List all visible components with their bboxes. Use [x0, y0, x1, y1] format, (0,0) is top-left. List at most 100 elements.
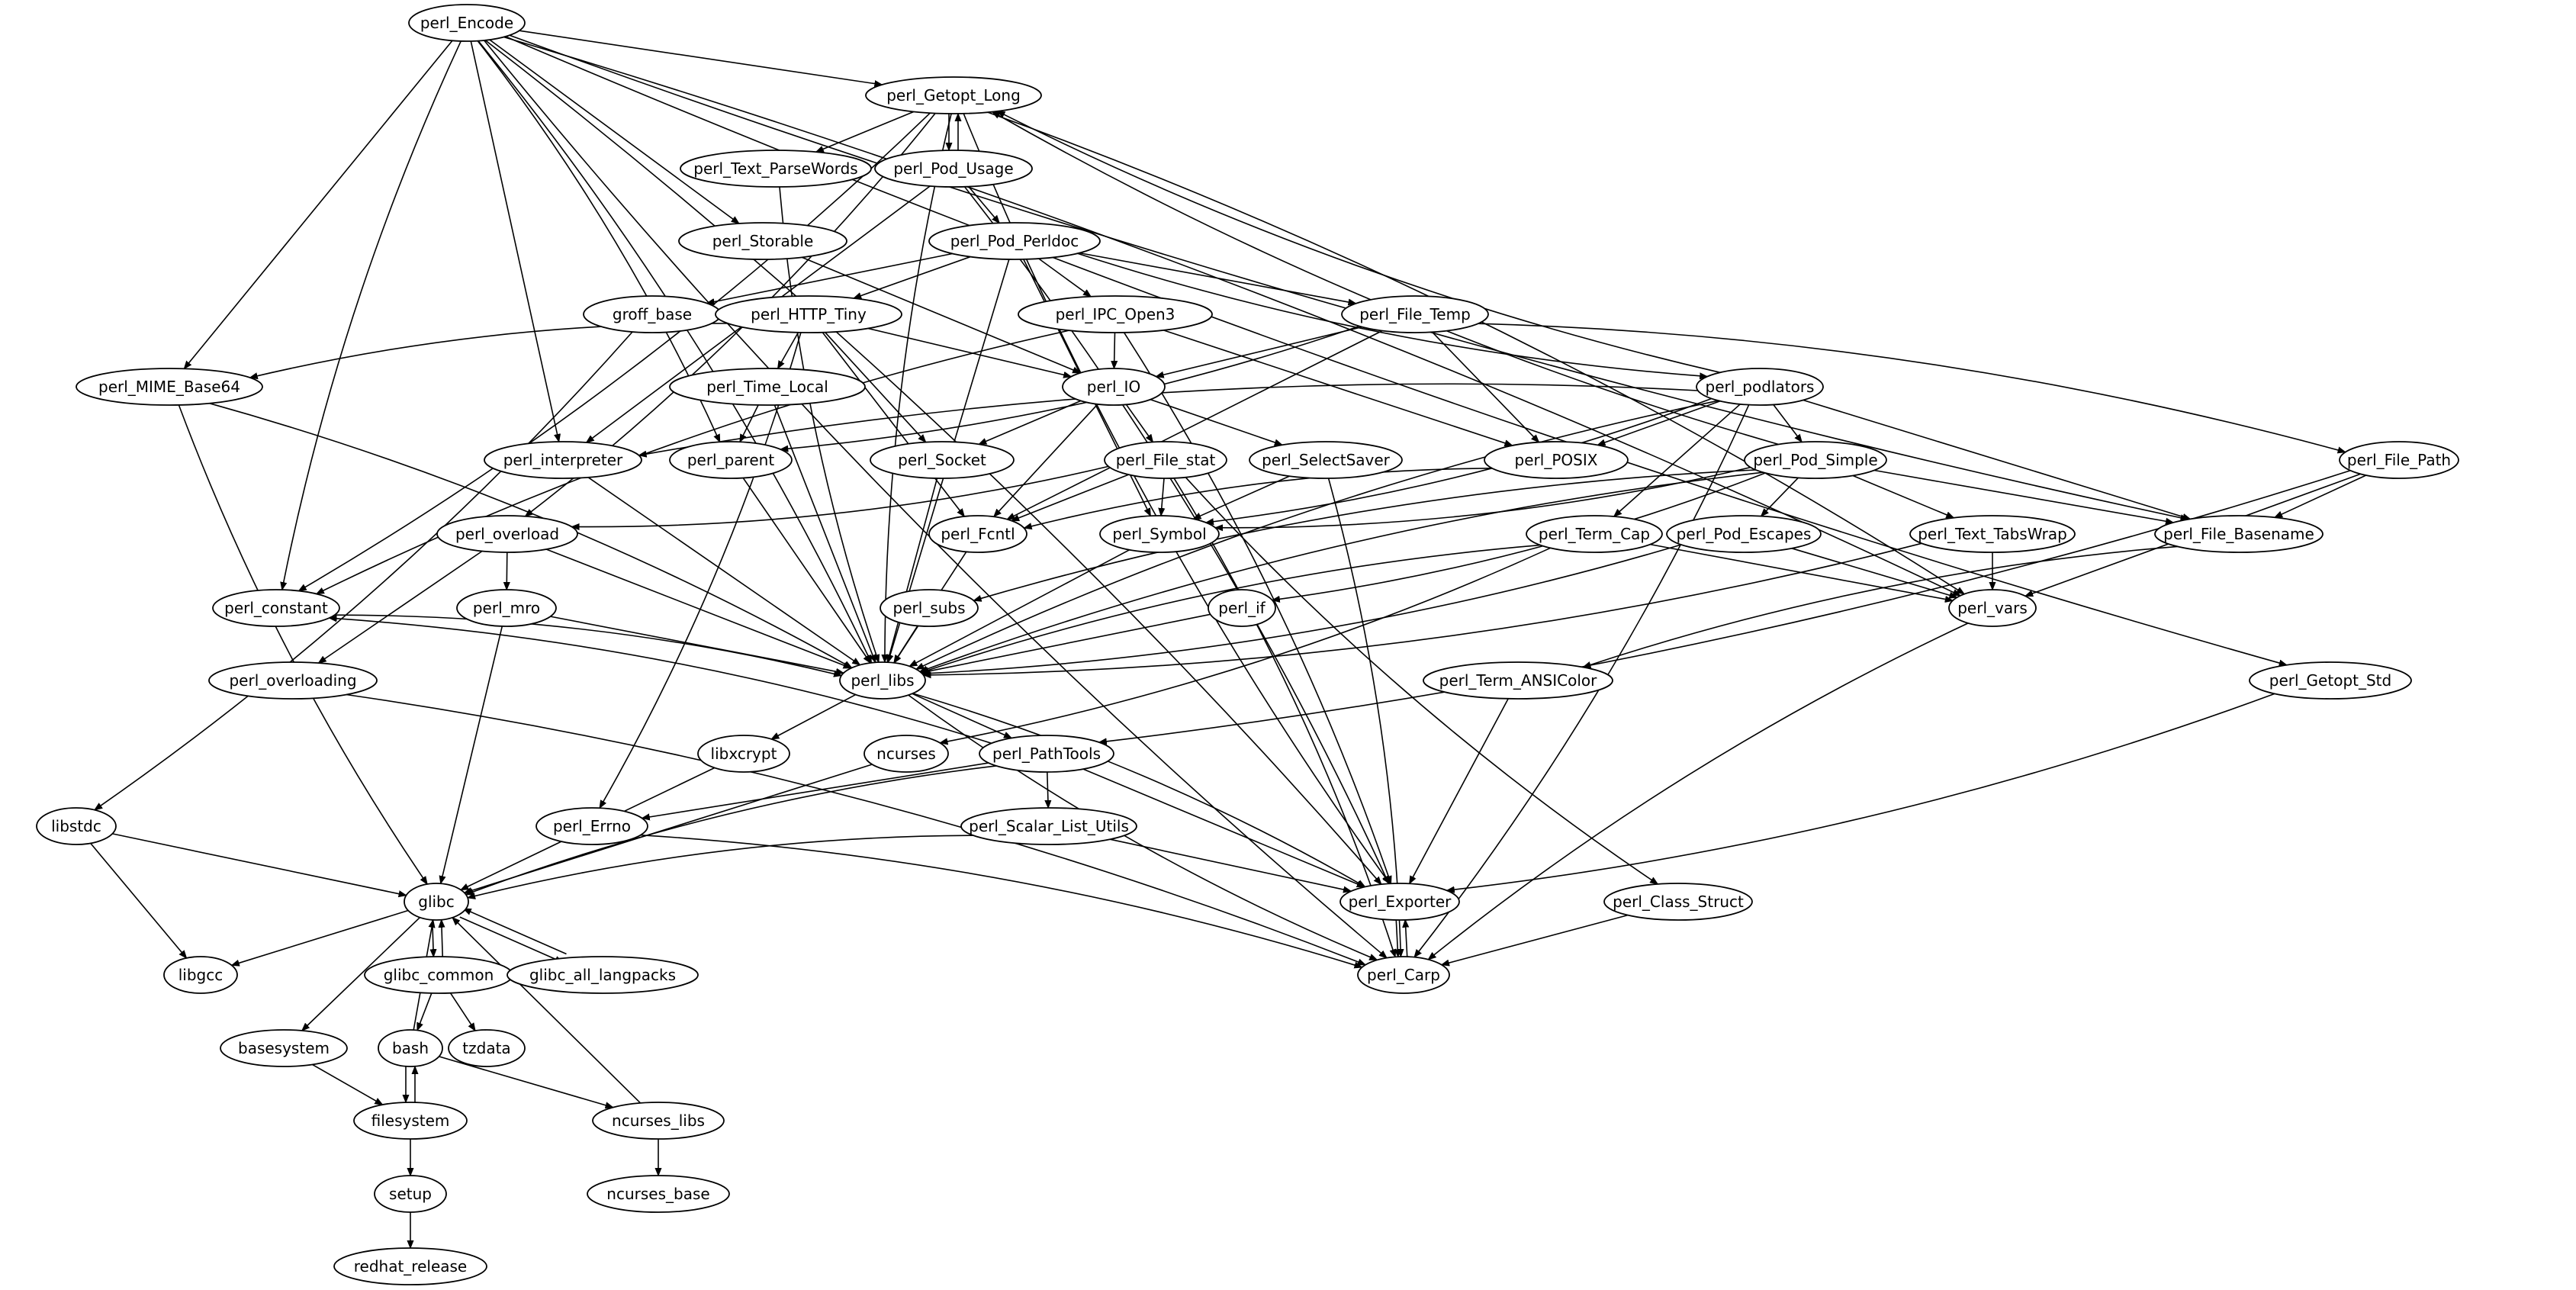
graph-node-perl-libs[interactable]: perl_libs — [839, 661, 926, 700]
node-label: perl_Pod_Usage — [893, 159, 1013, 178]
node-ellipse — [333, 1247, 487, 1285]
node-label: perl_vars — [1957, 599, 2028, 617]
graph-node-perl-if[interactable]: perl_if — [1208, 589, 1276, 627]
graph-node-perl-podlators[interactable]: perl_podlators — [1696, 368, 1824, 406]
node-label: perl_Pod_Escapes — [1677, 525, 1812, 543]
node-ellipse — [535, 807, 648, 845]
graph-node-redhat-release[interactable]: redhat_release — [333, 1247, 487, 1285]
graph-node-glibc-all-langpacks[interactable]: glibc_all_langpacks — [507, 956, 699, 994]
graph-node-perl-term-ansicolor[interactable]: perl_Term_ANSIColor — [1423, 661, 1613, 700]
graph-node-perl-pod-usage[interactable]: perl_Pod_Usage — [874, 150, 1033, 188]
graph-node-perl-ipc-open3[interactable]: perl_IPC_Open3 — [1018, 295, 1213, 333]
graph-node-perl-subs[interactable]: perl_subs — [880, 589, 979, 627]
graph-node-glibc-common[interactable]: glibc_common — [364, 956, 513, 994]
graph-node-perl-exporter[interactable]: perl_Exporter — [1339, 883, 1460, 921]
node-ellipse — [1484, 441, 1629, 479]
graph-node-tzdata[interactable]: tzdata — [448, 1029, 526, 1067]
graph-node-perl-getopt-std[interactable]: perl_Getopt_Std — [2249, 661, 2412, 700]
node-ellipse — [378, 1029, 443, 1067]
node-label: perl_podlators — [1706, 378, 1815, 396]
edge-perl-overload-to-perl-libs — [545, 548, 851, 669]
edge-perl-symbol-to-perl-libs — [909, 548, 1130, 668]
graph-node-filesystem[interactable]: filesystem — [353, 1102, 468, 1140]
graph-node-perl-vars[interactable]: perl_vars — [1948, 589, 2037, 627]
edge-perl-getopt-long-to-perl-constant — [299, 112, 931, 592]
graph-node-basesystem[interactable]: basesystem — [220, 1029, 348, 1067]
edge-perl-encode-to-perl-getopt-std — [505, 36, 2287, 665]
graph-node-perl-pathtools[interactable]: perl_PathTools — [979, 735, 1114, 773]
node-label: perl_SelectSaver — [1262, 451, 1391, 469]
node-label: perl_Errno — [553, 817, 631, 835]
node-label: ncurses — [876, 745, 936, 763]
node-ellipse — [76, 368, 263, 406]
edge-perl-podlators-to-perl-libs — [916, 400, 1719, 670]
graph-node-perl-overload[interactable]: perl_overload — [436, 515, 578, 553]
graph-node-ncurses-libs[interactable]: ncurses_libs — [592, 1102, 725, 1140]
node-ellipse — [353, 1102, 468, 1140]
edge-perl-overloading-to-perl-carp — [346, 693, 1365, 966]
graph-node-groff-base[interactable]: groff_base — [583, 295, 722, 333]
graph-node-perl-text-tabswrap[interactable]: perl_Text_TabsWrap — [1909, 515, 2076, 553]
graph-node-perl-interpreter[interactable]: perl_interpreter — [484, 441, 642, 479]
edge-perl-encode-to-perl-mime-base64 — [184, 40, 453, 368]
graph-node-perl-constant[interactable]: perl_constant — [212, 589, 340, 627]
graph-node-perl-selectsaver[interactable]: perl_SelectSaver — [1249, 441, 1403, 479]
graph-node-ncurses-base[interactable]: ncurses_base — [587, 1175, 730, 1213]
node-label: perl_IO — [1087, 378, 1140, 396]
node-label: perl_Getopt_Long — [886, 86, 1021, 105]
node-ellipse — [1018, 295, 1213, 333]
graph-node-perl-errno[interactable]: perl_Errno — [535, 807, 648, 845]
edge-perl-libs-to-libxcrypt — [771, 693, 857, 740]
graph-node-perl-symbol[interactable]: perl_Symbol — [1099, 515, 1220, 553]
graph-node-perl-pod-simple[interactable]: perl_Pod_Simple — [1744, 441, 1887, 479]
graph-node-perl-carp[interactable]: perl_Carp — [1357, 956, 1450, 994]
graph-node-perl-time-local[interactable]: perl_Time_Local — [669, 368, 866, 406]
graph-node-perl-parent[interactable]: perl_parent — [669, 441, 793, 479]
graph-node-perl-socket[interactable]: perl_Socket — [870, 441, 1015, 479]
graph-node-perl-getopt-long[interactable]: perl_Getopt_Long — [865, 76, 1042, 114]
node-label: perl_Exporter — [1349, 893, 1452, 911]
graph-node-perl-http-tiny[interactable]: perl_HTTP_Tiny — [715, 295, 902, 333]
graph-node-bash[interactable]: bash — [378, 1029, 443, 1067]
graph-node-perl-encode[interactable]: perl_Encode — [408, 4, 526, 42]
graph-node-libstdc[interactable]: libstdc — [36, 807, 117, 845]
graph-node-perl-fcntl[interactable]: perl_Fcntl — [928, 515, 1028, 553]
node-ellipse — [1948, 589, 2037, 627]
graph-node-perl-file-stat[interactable]: perl_File_stat — [1104, 441, 1227, 479]
graph-node-glibc[interactable]: glibc — [404, 883, 469, 921]
graph-node-perl-text-parsewords[interactable]: perl_Text_ParseWords — [680, 150, 872, 188]
graph-node-perl-pod-escapes[interactable]: perl_Pod_Escapes — [1666, 515, 1822, 553]
edge-perl-mime-base64-to-perl-libs — [209, 402, 852, 669]
edge-perl-interpreter-to-perl-libs — [587, 477, 860, 665]
graph-node-perl-file-temp[interactable]: perl_File_Temp — [1341, 295, 1489, 333]
edge-perl-file-temp-to-perl-parent — [780, 325, 1360, 449]
graph-node-libgcc[interactable]: libgcc — [163, 956, 238, 994]
node-label: perl_Fcntl — [941, 525, 1015, 543]
edge-perl-pod-simple-to-perl-text-tabswrap — [1852, 475, 1954, 519]
graph-node-libxcrypt[interactable]: libxcrypt — [697, 735, 790, 773]
node-label: perl_Term_Cap — [1539, 525, 1650, 543]
graph-node-perl-pod-perldoc[interactable]: perl_Pod_Perldoc — [928, 222, 1101, 260]
graph-node-perl-term-cap[interactable]: perl_Term_Cap — [1526, 515, 1663, 553]
graph-node-ncurses[interactable]: ncurses — [863, 735, 949, 773]
edge-perl-mro-to-glibc — [441, 626, 503, 883]
graph-node-setup[interactable]: setup — [374, 1175, 447, 1213]
node-label: glibc — [418, 893, 455, 911]
graph-node-perl-mime-base64[interactable]: perl_MIME_Base64 — [76, 368, 263, 406]
graph-node-perl-posix[interactable]: perl_POSIX — [1484, 441, 1629, 479]
graph-node-perl-scalar-list-utils[interactable]: perl_Scalar_List_Utils — [960, 807, 1137, 845]
graph-node-perl-overloading[interactable]: perl_overloading — [208, 661, 378, 700]
node-label: glibc_all_langpacks — [529, 966, 676, 984]
graph-node-perl-file-path[interactable]: perl_File_Path — [2339, 441, 2459, 479]
node-ellipse — [1744, 441, 1887, 479]
graph-node-perl-class-struct[interactable]: perl_Class_Struct — [1603, 883, 1753, 921]
edge-perl-pod-escapes-to-perl-vars — [1791, 548, 1957, 597]
graph-node-perl-file-basename[interactable]: perl_File_Basename — [2154, 515, 2324, 553]
graph-node-perl-storable[interactable]: perl_Storable — [678, 222, 847, 260]
node-ellipse — [2339, 441, 2459, 479]
graph-node-perl-io[interactable]: perl_IO — [1062, 368, 1166, 406]
node-label: perl_Text_TabsWrap — [1918, 525, 2067, 543]
node-label: redhat_release — [354, 1257, 468, 1276]
graph-node-perl-mro[interactable]: perl_mro — [456, 589, 557, 627]
